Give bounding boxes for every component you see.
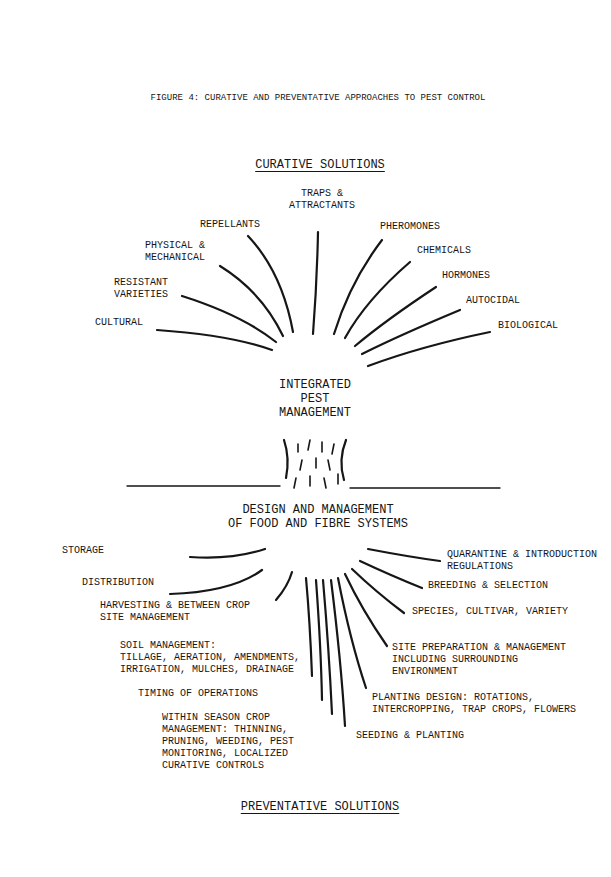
root-line [338, 578, 366, 688]
root-line [316, 580, 322, 700]
trunk-line [341, 440, 346, 480]
root-label: QUARANTINE & INTRODUCTION REGULATIONS [447, 549, 597, 573]
root-label: BREEDING & SELECTION [428, 580, 548, 592]
root-line [352, 569, 404, 613]
branch-line [368, 332, 490, 366]
ground-line [127, 485, 280, 486]
root-label: SITE PREPARATION & MANAGEMENT INCLUDING … [392, 642, 566, 678]
root-label: SOIL MANAGEMENT: TILLAGE, AERATION, AMEN… [120, 640, 300, 676]
branch-label: BIOLOGICAL [498, 320, 558, 332]
branch-label: REPELLANTS [200, 219, 260, 231]
center-label: DESIGN AND MANAGEMENT OF FOOD AND FIBRE … [228, 503, 408, 531]
branch-label: TRAPS & ATTRACTANTS [289, 188, 355, 212]
branch-label: RESISTANT VARIETIES [114, 277, 168, 301]
root-line [170, 570, 262, 594]
root-line [190, 549, 265, 558]
root-line [368, 549, 440, 561]
section-heading: CURATIVE SOLUTIONS [255, 158, 385, 172]
trunk-line [284, 440, 288, 478]
root-label: HARVESTING & BETWEEN CROP SITE MANAGEMEN… [100, 600, 250, 624]
branch-label: CHEMICALS [417, 245, 471, 257]
branch-label: HORMONES [442, 270, 490, 282]
branch-label: PHEROMONES [380, 221, 440, 233]
branch-label: CULTURAL [95, 317, 143, 329]
center-label: INTEGRATED PEST MANAGEMENT [279, 378, 351, 420]
section-heading: PREVENTATIVE SOLUTIONS [241, 800, 399, 814]
root-label: PLANTING DESIGN: ROTATIONS, INTERCROPPIN… [372, 692, 576, 716]
ground-line [350, 487, 500, 488]
branch-line [345, 262, 410, 338]
trunk-grain [294, 440, 338, 488]
branch-line [220, 266, 283, 336]
branch-line [334, 240, 382, 334]
root-line [306, 578, 312, 676]
branch-line [362, 310, 460, 354]
root-label: DISTRIBUTION [82, 577, 154, 589]
root-line [345, 574, 387, 646]
branch-label: PHYSICAL & MECHANICAL [145, 240, 205, 264]
root-line [323, 580, 332, 714]
root-label: STORAGE [62, 545, 104, 557]
root-label: TIMING OF OPERATIONS [138, 688, 258, 700]
root-line [276, 572, 292, 600]
figure-title: FIGURE 4: CURATIVE AND PREVENTATIVE APPR… [151, 93, 486, 104]
branch-line [157, 330, 272, 350]
branch-line [248, 236, 293, 332]
branch-label: AUTOCIDAL [466, 295, 520, 307]
root-line [360, 561, 422, 588]
branch-line [313, 232, 318, 334]
root-label: SPECIES, CULTIVAR, VARIETY [412, 606, 568, 618]
root-label: SEEDING & PLANTING [356, 730, 464, 742]
root-label: WITHIN SEASON CROP MANAGEMENT: THINNING,… [162, 712, 294, 772]
